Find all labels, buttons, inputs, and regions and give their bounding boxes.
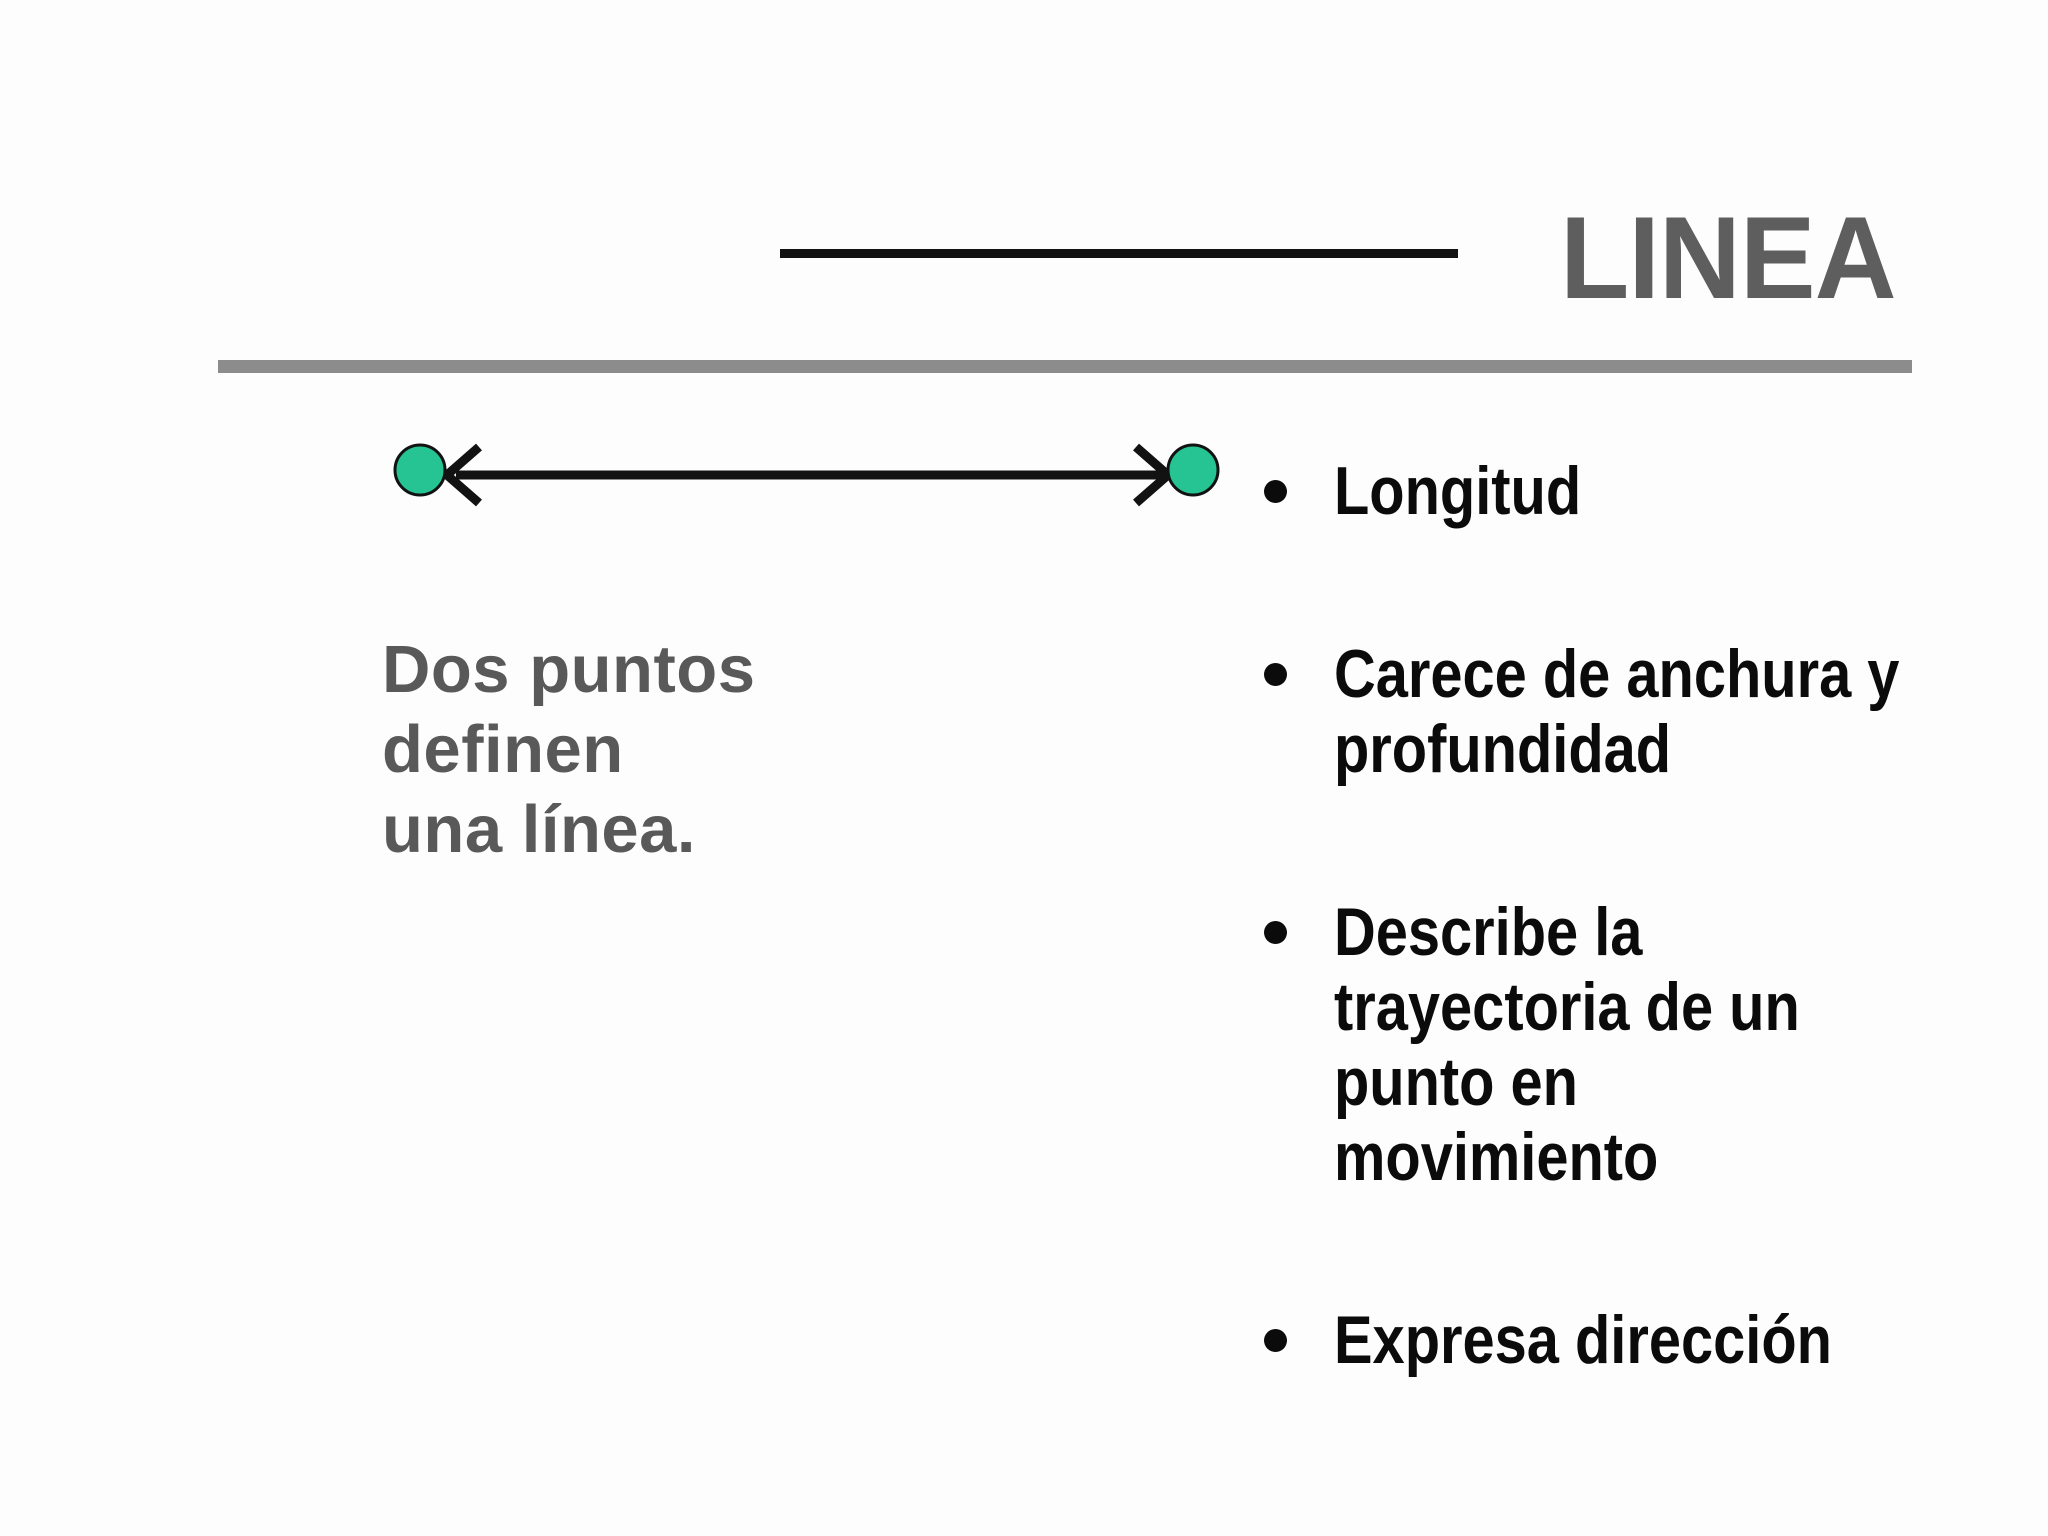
caption-line: Dos puntos	[382, 632, 756, 707]
bullet-dot-icon	[1264, 663, 1287, 686]
bullet-item: Describe la trayectoria de un punto en m…	[1254, 895, 2014, 1195]
title-divider-rule	[218, 360, 1912, 373]
bullet-list: Longitud Carece de anchura y profundidad…	[1254, 454, 2014, 1378]
caption-line: definen	[382, 712, 624, 787]
caption-text: Dos puntos definen una línea.	[382, 630, 755, 870]
bullet-line: movimiento	[1334, 1119, 1659, 1195]
bullet-line: Carece de anchura y	[1334, 636, 1900, 712]
arrowhead-left-icon	[440, 443, 482, 507]
bullet-dot-icon	[1264, 1329, 1287, 1352]
endpoint-dot-left	[393, 443, 447, 497]
line-diagram	[393, 443, 1220, 507]
bullet-line: Describe la	[1334, 894, 1643, 970]
bullet-line: trayectoria de un	[1334, 969, 1800, 1045]
bullet-line: Longitud	[1334, 453, 1582, 529]
title-accent-rule	[780, 249, 1458, 258]
bullet-item: Expresa dirección	[1254, 1303, 2014, 1378]
caption-line: una línea.	[382, 792, 697, 867]
bullet-line: punto en	[1334, 1044, 1578, 1120]
bullet-line: Expresa dirección	[1334, 1302, 1832, 1378]
endpoint-dot-right	[1166, 443, 1220, 497]
slide-title: LINEA	[1560, 192, 1897, 323]
bullet-item: Longitud	[1254, 454, 2014, 529]
bullet-dot-icon	[1264, 480, 1287, 503]
bullet-dot-icon	[1264, 921, 1287, 944]
bullet-item: Carece de anchura y profundidad	[1254, 637, 2014, 787]
bullet-line: profundidad	[1334, 711, 1672, 787]
